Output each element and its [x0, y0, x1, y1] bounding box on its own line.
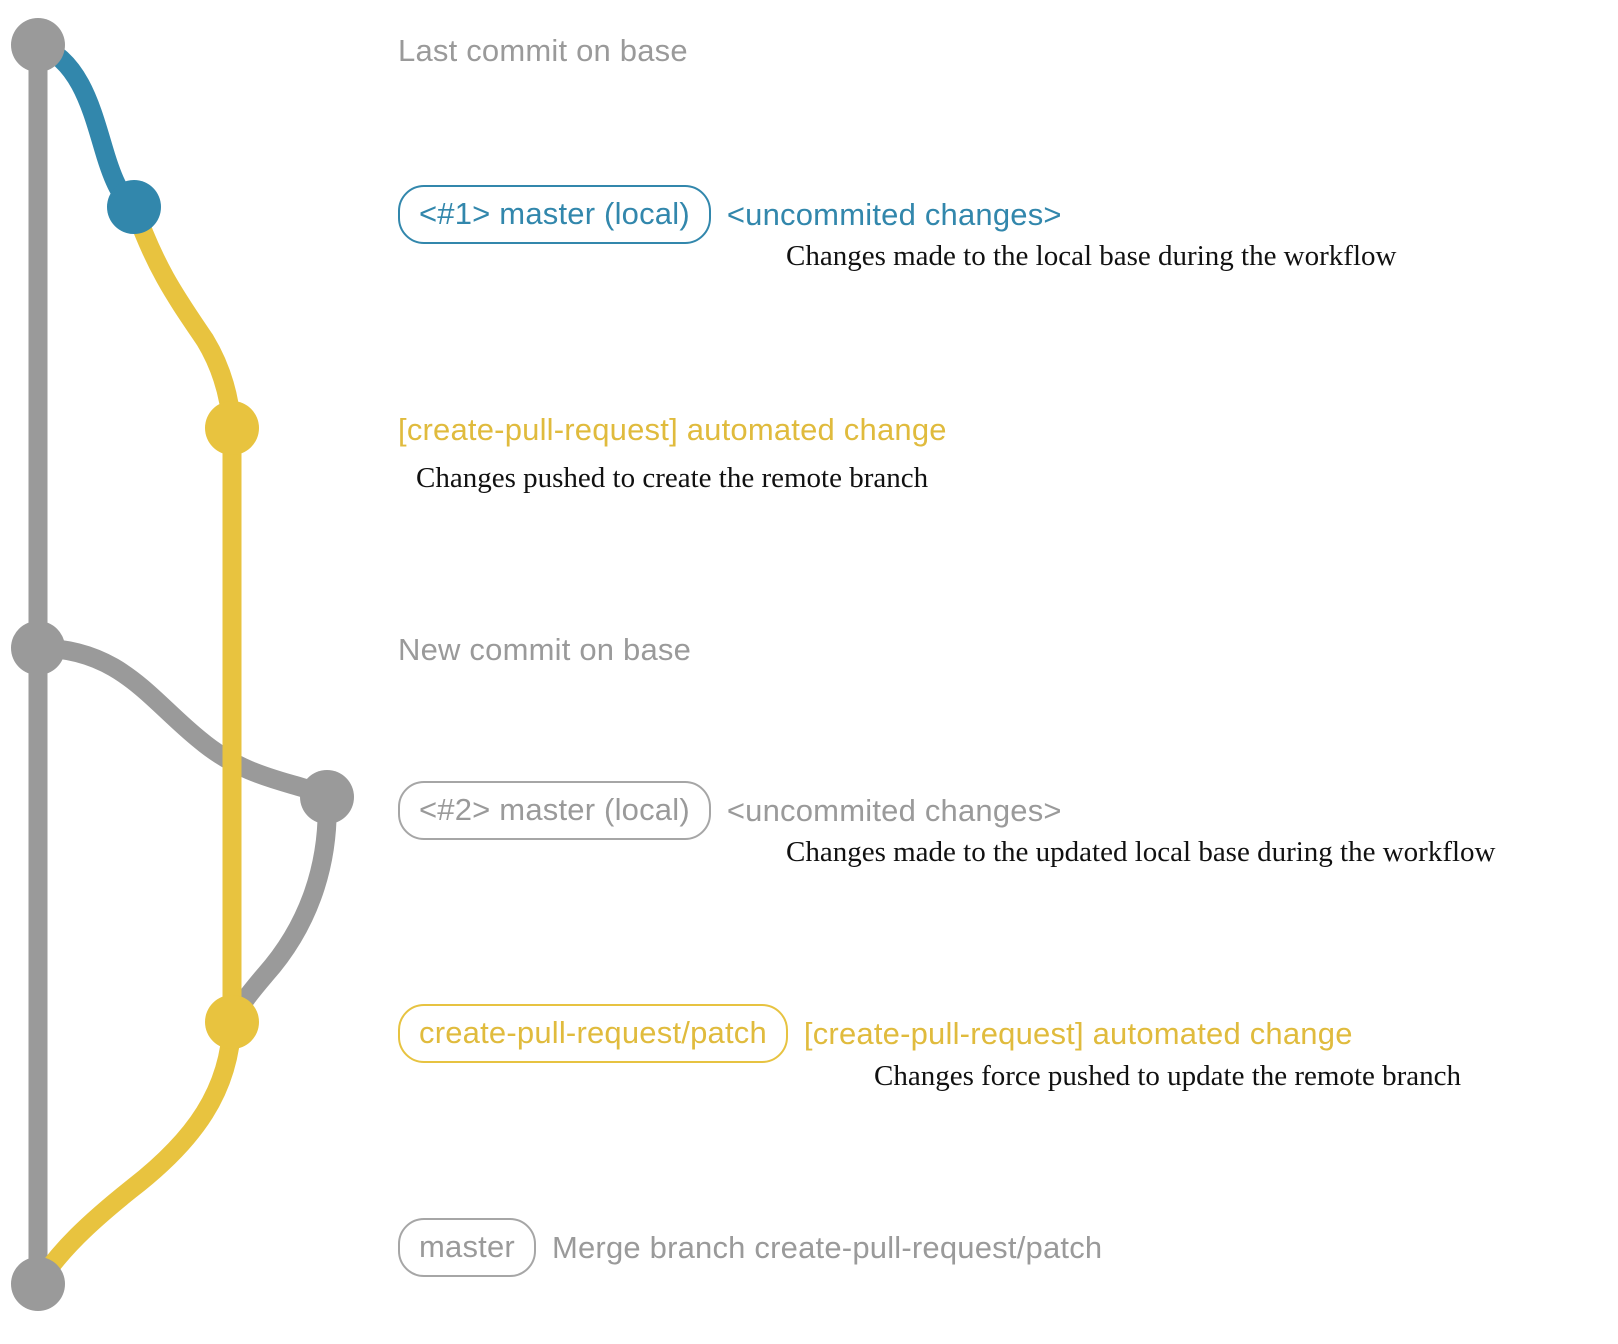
commit-subject-master-local-1: <uncommited changes>: [726, 196, 1062, 232]
row-automated-change-2: create-pull-request/patch [create-pull-r…: [398, 1004, 1353, 1063]
description-automated-change-1: Changes pushed to create the remote bran…: [416, 462, 929, 494]
ref-badge-master-local-1[interactable]: <#1> master (local): [398, 185, 711, 244]
commit-subject-master-local-2: <uncommited changes>: [726, 792, 1062, 828]
node-patch-2[interactable]: [205, 995, 259, 1049]
row-new-commit-on-base: New commit on base: [398, 632, 691, 668]
ref-badge-create-pull-request-patch[interactable]: create-pull-request/patch: [398, 1004, 788, 1063]
node-merge[interactable]: [11, 1257, 65, 1311]
edge-local1-to-patch1: [124, 197, 242, 438]
node-local-1[interactable]: [107, 180, 161, 234]
commit-subject-automated-change-2: [create-pull-request] automated change: [803, 1015, 1353, 1051]
row-master-local-2: <#2> master (local) <uncommited changes>: [398, 781, 1062, 840]
row-last-commit-on-base: Last commit on base: [398, 33, 688, 69]
commit-subject-new-commit-on-base: New commit on base: [398, 632, 692, 667]
edge-base-to-local2: [28, 638, 337, 807]
node-base-top[interactable]: [11, 18, 65, 72]
description-master-local-2: Changes made to the updated local base d…: [786, 836, 1496, 868]
edge-patch2-to-merge: [28, 1012, 242, 1294]
ref-badge-master-local-2[interactable]: <#2> master (local): [398, 781, 711, 840]
commit-nodes: [11, 18, 354, 1311]
commit-graph-svg: [11, 18, 354, 1311]
ref-badge-master[interactable]: master: [398, 1218, 536, 1277]
commit-subject-merge: Merge branch create-pull-request/patch: [551, 1229, 1103, 1265]
row-merge-commit: master Merge branch create-pull-request/…: [398, 1218, 1102, 1277]
node-patch-1[interactable]: [205, 401, 259, 455]
node-base-new[interactable]: [11, 621, 65, 675]
description-master-local-1: Changes made to the local base during th…: [786, 240, 1397, 272]
commit-subject-last-commit-on-base: Last commit on base: [398, 33, 688, 68]
row-master-local-1: <#1> master (local) <uncommited changes>: [398, 185, 1062, 244]
node-local-2[interactable]: [300, 770, 354, 824]
edge-base-to-local1: [28, 35, 144, 217]
commit-subject-automated-change-1: [create-pull-request] automated change: [398, 412, 947, 447]
row-automated-change-1: [create-pull-request] automated change: [398, 412, 947, 448]
description-automated-change-2: Changes force pushed to update the remot…: [874, 1060, 1462, 1092]
edge-local2-to-patch2: [222, 787, 337, 1032]
